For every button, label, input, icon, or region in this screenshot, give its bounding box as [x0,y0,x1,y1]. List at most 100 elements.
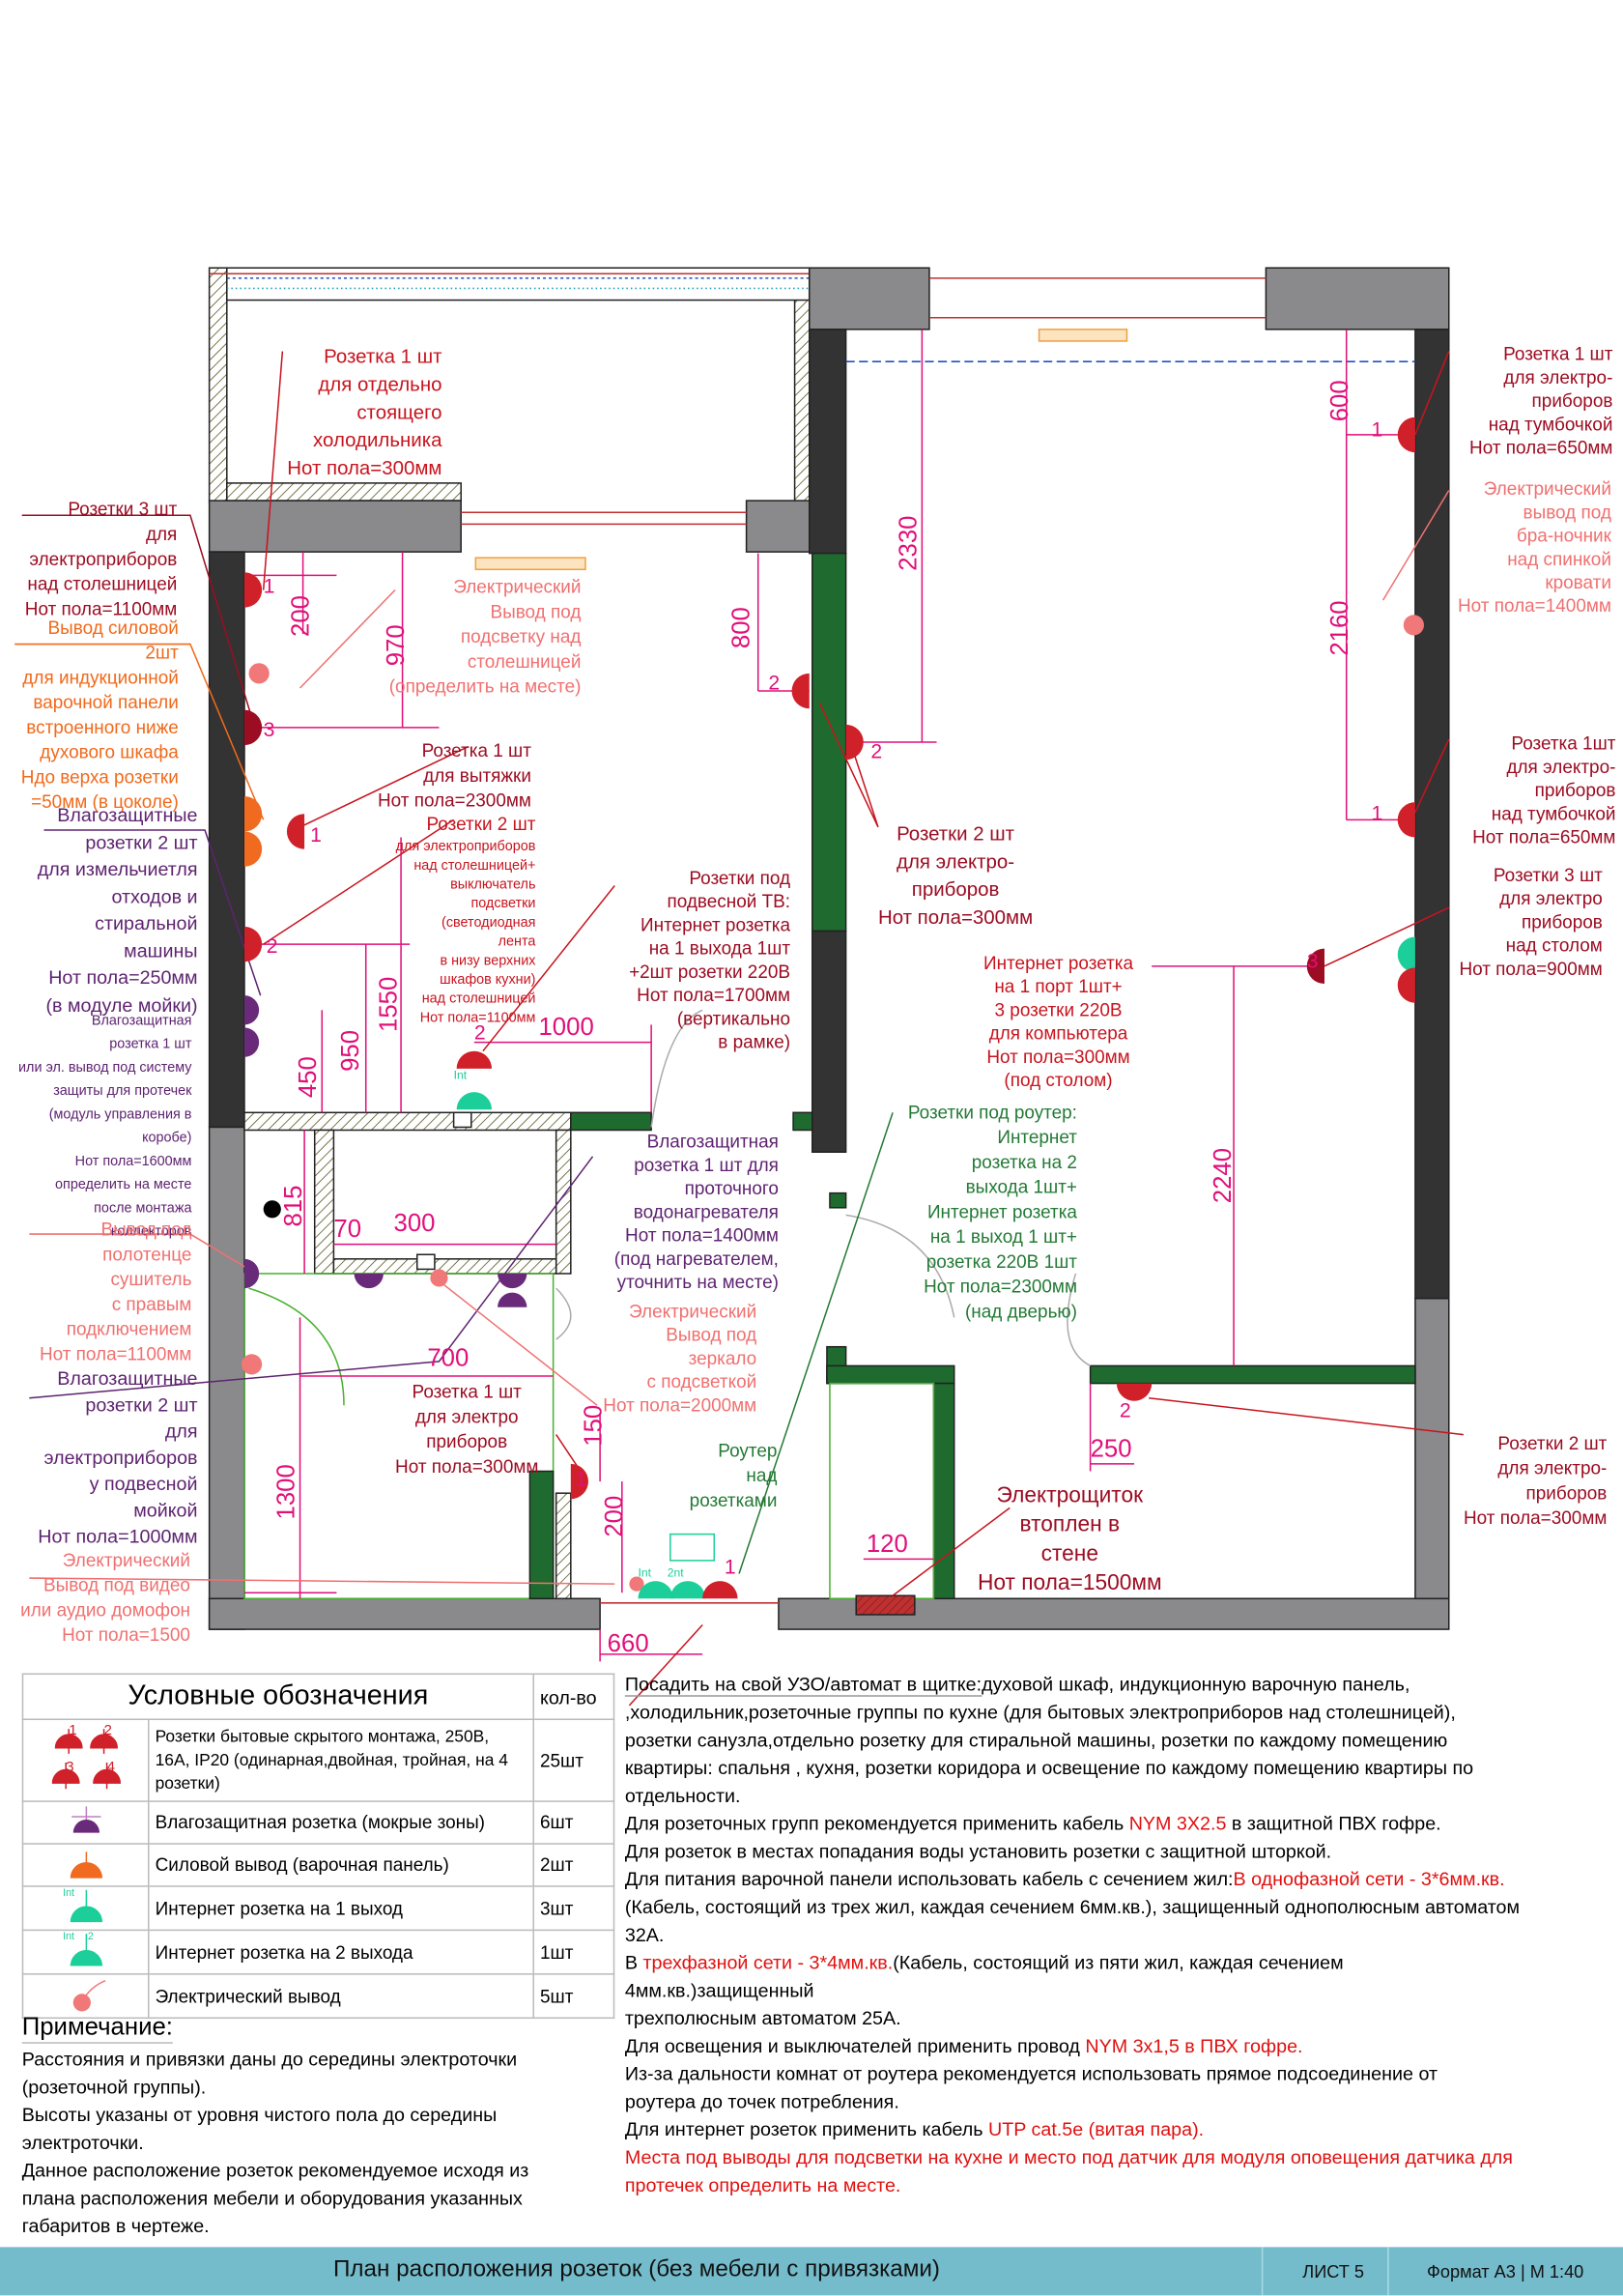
label-desk-sockets: Розетки 3 шт для электро приборов над ст… [1459,865,1603,980]
socket-icon [1397,967,1415,1003]
note-line: Посадить на свой УЗО/автомат в щитке:дух… [624,1671,1520,1699]
socket-icon [791,673,810,709]
note-line: Места под выводы для подсветки на кухне … [625,2143,1520,2171]
remark-title: Примечание: [21,2013,173,2044]
dimension-300: 300 [393,1209,436,1238]
label-mirror-outlet: Электрический Вывод под зеркало с подсве… [603,1301,757,1416]
label-wall-sockets: Розетки 2 шт для электро- приборов Нот п… [877,822,1034,929]
socket-count: 1 [1371,800,1383,824]
socket-count: 2 [768,670,781,695]
dimension-250: 250 [1090,1434,1132,1463]
installation-notes: Посадить на свой УЗО/автомат в щитке:дух… [624,1671,1520,2199]
note-line: розетки санузла,отдельно розетку для сти… [625,1726,1520,1754]
note-text: 32А. [624,1923,665,1946]
electric-outlet-icon [21,1973,150,2020]
internet-socket-icon [456,1092,493,1110]
internet-tag: Int [638,1565,651,1580]
internet-tag: Int [453,1068,468,1082]
power-outlet-icon [243,796,263,832]
router-icon [669,1533,716,1562]
label-bedside-socket-1: Розетка 1 шт для электро- приборов над т… [1469,344,1613,459]
note-line: квартиры: спальня , кухня, розетки корид… [625,1754,1520,1782]
wet-socket-icon [243,995,260,1025]
sheet-number: ЛИСТ 5 [1302,2261,1365,2282]
legend-qty: 5шт [532,1973,615,2020]
label-sconce-outlet: Электрический вывод под бра-ночник над с… [1458,478,1611,617]
socket-count: 2 [870,739,883,763]
wet-socket-icon [243,1027,260,1057]
label-intercom-outlet: Электрический Вывод под видео или аудио … [20,1550,190,1646]
power-outlet-icon [21,1843,150,1887]
socket-count: 1 [1371,416,1383,441]
label-bathroom-socket: Розетка 1 шт для электро приборов Нот по… [395,1382,539,1478]
walls [208,267,1450,1630]
note-highlight: UTP cat.5e (витая пара). [988,2118,1205,2140]
dimension-660: 660 [607,1629,649,1657]
dimension-2330: 2330 [894,515,923,571]
label-wet-sockets-basin: Влагозащитные розетки 2 шт для электропр… [38,1366,198,1548]
wet-socket-icon [21,1800,150,1845]
dimension-200: 200 [286,594,315,637]
socket-icon [845,724,864,761]
legend-text: Силовой вывод (варочная панель) [148,1843,534,1887]
dimension-2160: 2160 [1325,600,1354,656]
label-wet-socket-leak: Влагозащитная розетка 1 шт или эл. вывод… [18,1013,192,1241]
internet-tag: Int [63,1932,74,1943]
note-text: розетки санузла,отдельно розетку для сти… [624,1729,1448,1751]
legend-qty: 25шт [532,1718,615,1802]
legend-qty: 1шт [532,1929,615,1975]
label-room-sockets: Розетки 2 шт для электро- приборов Нот п… [1463,1433,1608,1529]
note-line: ,холодильник,розеточные группы по кухне … [625,1698,1520,1726]
note-text: в защитной ПВХ гофре. [1226,1812,1441,1835]
legend-qty-header: кол-во [532,1673,615,1721]
dimension-2240: 2240 [1209,1147,1238,1204]
socket-count: 2 [1119,1397,1131,1421]
note-text: Для освещения и выключателей применить п… [624,2034,1086,2057]
electric-outlet-icon [629,1576,644,1592]
note-highlight: NYM 3X2.5 [1128,1812,1227,1835]
note-line: (Кабель, состоящий из трех жил, каждая с… [625,1893,1520,1921]
internet-socket-icon [638,1581,673,1599]
note-line: трехполюсным автоматом 25А. [625,2004,1520,2032]
legend-text: Интернет розетка на 2 выхода [148,1929,534,1975]
legend-num: 4 [106,1759,116,1776]
note-line: В трехфазной сети - 3*4мм.кв.(Кабель, со… [625,1948,1520,1976]
note-highlight: NYM 3x1,5 в ПВХ гофре. [1085,2034,1303,2057]
note-text: Для розеточных групп рекомендуется приме… [624,1812,1129,1835]
label-counter-sockets-2: для электроприборов над столешницей+ вык… [395,839,536,1026]
legend-qty: 2шт [532,1843,615,1887]
socket-icon [243,709,263,746]
note-line: Для интернет розеток применить кабель UT… [625,2115,1520,2143]
wet-socket-icon [354,1273,384,1289]
wet-socket-icon [498,1273,527,1289]
junction-box-icon [452,1111,472,1129]
sheet-title: План расположения розеток (без мебели с … [332,2256,941,2282]
remark-text: Расстояния и привязки даны до середины э… [21,2048,529,2237]
sheet-format-scale: Формат А3 | М 1:40 [1427,2261,1584,2282]
note-text: (Кабель, состоящий из пяти жил, каждая с… [893,1951,1344,1974]
label-hood-socket: Розетка 1 шт для вытяжки Нот пола=2300мм [378,740,531,812]
title-block: План расположения розеток (без мебели с … [0,2247,1623,2296]
junction-box-icon [415,1253,436,1271]
legend-qty: 6шт [532,1800,615,1845]
legend-num: 1 [69,1723,77,1739]
label-backlight-outlet: Электрический Вывод под подсветку над ст… [388,576,582,698]
note-text: Посадить на свой УЗО/автомат в щитке: [624,1673,982,1697]
label-wet-sockets-sink: Влагозащитные розетки 2 шт для измельчие… [37,803,198,1016]
label-counter-sockets: Розетки 3 шт для электроприборов над сто… [24,499,178,619]
label-power-outlet: Вывод силовой 2шт для индукционной вароч… [20,617,179,813]
dimension-120: 120 [866,1530,908,1558]
label-router-sockets: Розетки под роутер: Интернет розетка на … [907,1102,1077,1322]
dimension-lines [243,329,1415,1662]
socket-icon [243,926,263,962]
legend-text: Электрический вывод [148,1973,534,2020]
note-text: духовой шкаф, индукционную варочную пане… [982,1673,1410,1696]
socket-count: 2 [473,1019,486,1045]
dimension-815: 815 [279,1185,308,1227]
note-line: Для питания варочной панели использовать… [625,1865,1520,1893]
note-line: 4мм.кв.)защищенный [625,1976,1520,2004]
legend-text: Влагозащитная розетка (мокрые зоны) [148,1800,534,1845]
